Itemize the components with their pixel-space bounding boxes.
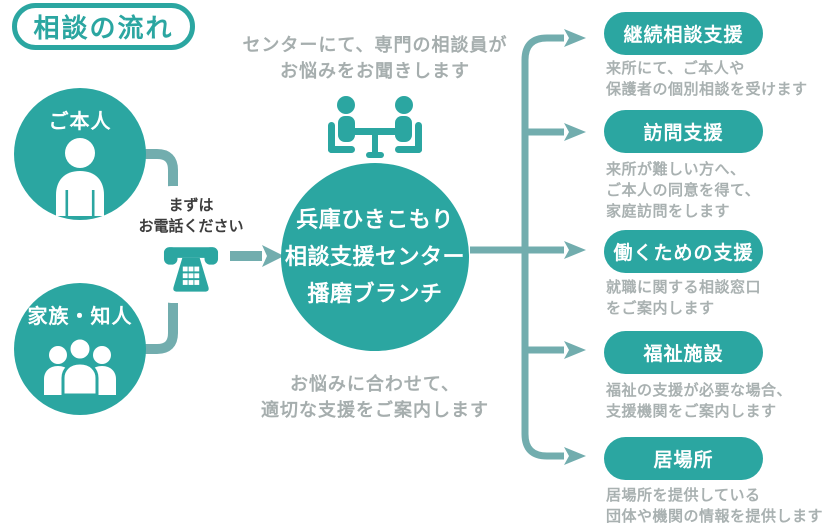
source-circle-family: 家族・知人 xyxy=(14,283,146,415)
support-desc-line: 保護者の個別相談を受けます xyxy=(606,80,808,98)
support-desc: 福祉の支援が必要な場合、 支援機関をご案内します xyxy=(606,380,792,422)
support-pill-ibasho: 居場所 xyxy=(604,437,763,480)
support-desc-line: 福祉の支援が必要な場合、 xyxy=(606,381,793,399)
caption-bottom-line1: お悩みに合わせて、 xyxy=(289,374,461,395)
arrow-icon xyxy=(564,341,586,359)
support-desc-line: 来所にて、ご本人や xyxy=(606,59,745,77)
source-label: ご本人 xyxy=(48,109,112,133)
caption-bottom-line2: 適切な支援をご案内します xyxy=(261,400,489,421)
meeting-icon xyxy=(328,96,422,158)
support-pill-label: 福祉施設 xyxy=(643,343,724,365)
support-desc: 来所が難しい方へ、 ご本人の同意を得て、 家庭訪問をします xyxy=(606,159,760,222)
caption-top: センターにて、専門の相談員が お悩みをお聞きします xyxy=(230,33,520,85)
caption-top-line1: センターにて、専門の相談員が xyxy=(242,35,508,56)
call-prompt-box: まずは お電話ください xyxy=(138,186,244,303)
call-prompt-line2: お電話ください xyxy=(138,217,244,235)
center-name-line3: 播磨ブランチ xyxy=(307,281,443,307)
caption-bottom: お悩みに合わせて、 適切な支援をご案内します xyxy=(230,372,520,424)
branch-arrowheads xyxy=(564,29,586,465)
source-circle-person: ご本人 xyxy=(14,88,146,220)
caption-top-line2: お悩みをお聞きします xyxy=(280,61,470,82)
support-desc: 居場所を提供している 団体や機関の情報を提供します xyxy=(606,485,823,527)
support-desc-line: をご案内します xyxy=(606,299,715,317)
support-desc: 就職に関する相談窓口 をご案内します xyxy=(606,277,761,319)
support-desc-line: 支援機関をご案内します xyxy=(606,402,777,420)
phone-icon xyxy=(163,247,219,292)
support-pill-label: 訪問支援 xyxy=(643,122,724,144)
support-pill-label: 継続相談支援 xyxy=(623,24,744,46)
support-pill-keizoku: 継続相談支援 xyxy=(604,12,763,55)
support-pill-label: 居場所 xyxy=(653,449,714,471)
support-desc: 来所にて、ご本人や 保護者の個別相談を受けます xyxy=(606,58,808,100)
support-desc-line: ご本人の同意を得て、 xyxy=(606,181,761,199)
support-desc-line: 居場所を提供している xyxy=(606,486,761,504)
group-icon xyxy=(44,337,116,395)
page-title-label: 相談の流れ xyxy=(33,14,174,44)
support-pill-hataraku: 働くための支援 xyxy=(604,230,763,273)
support-desc-line: 就職に関する相談窓口 xyxy=(606,278,762,296)
call-prompt-line1: まずは xyxy=(168,196,214,214)
arrow-icon xyxy=(564,123,586,141)
arrow-icon xyxy=(564,447,586,465)
arrow-icon xyxy=(564,241,586,259)
support-desc-line: 家庭訪問をします xyxy=(606,202,731,220)
source-label: 家族・知人 xyxy=(27,304,133,328)
call-arrow-icon xyxy=(230,245,284,267)
support-desc-line: 来所が難しい方へ、 xyxy=(606,160,746,178)
arrow-icon xyxy=(564,29,586,47)
person-icon xyxy=(56,138,104,216)
center-name-line1: 兵庫ひきこもり xyxy=(296,207,454,233)
support-pill-fukushi: 福祉施設 xyxy=(604,331,763,374)
support-pill-houmon: 訪問支援 xyxy=(604,110,763,153)
center-circle: 兵庫ひきこもり 相談支援センター 播磨ブランチ xyxy=(281,163,469,351)
support-desc-line: 団体や機関の情報を提供します xyxy=(606,507,823,525)
page-title: 相談の流れ xyxy=(12,3,195,50)
center-name-line2: 相談支援センター xyxy=(284,244,465,270)
branch-lines xyxy=(470,34,564,460)
support-pill-label: 働くための支援 xyxy=(613,242,754,264)
